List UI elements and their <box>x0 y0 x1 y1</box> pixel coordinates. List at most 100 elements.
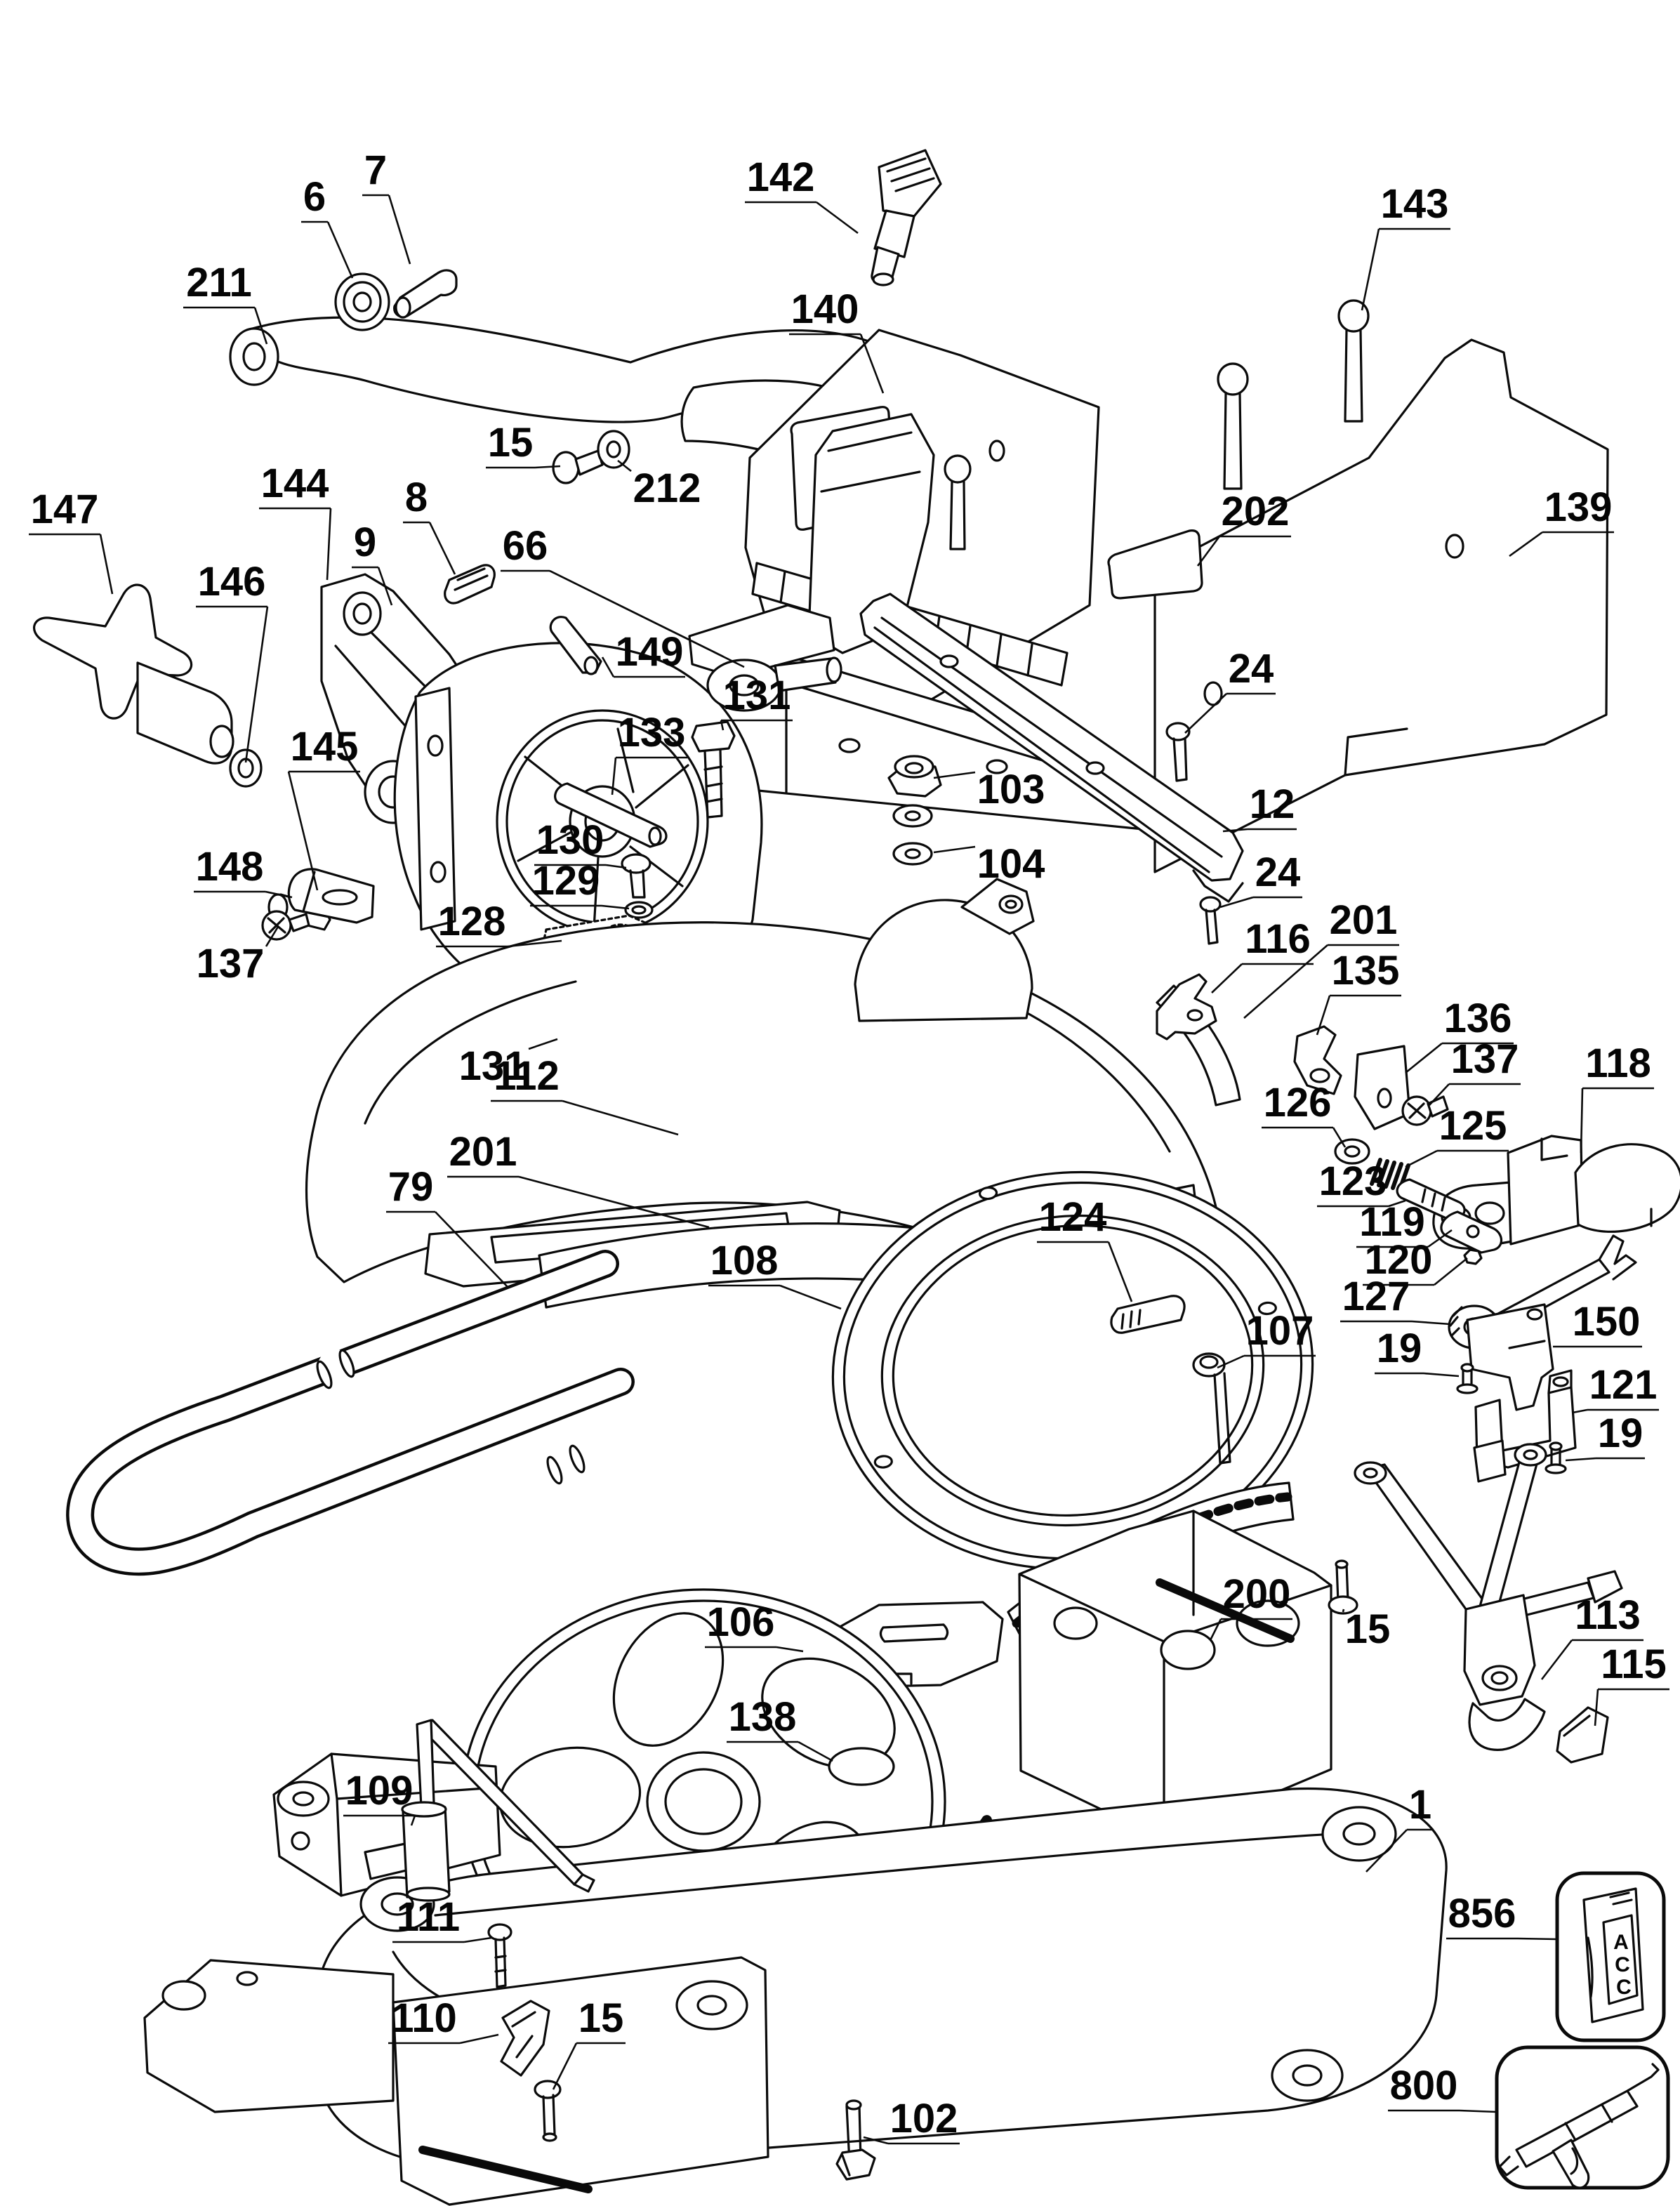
part-number-text: 137 <box>1451 1036 1519 1082</box>
part-label-116: 116 <box>1211 916 1314 993</box>
part-ball-pins <box>944 299 1370 550</box>
part-label-19: 19 <box>1565 1411 1645 1462</box>
part-number-text: 125 <box>1439 1103 1507 1149</box>
part-number-text: 212 <box>633 465 701 511</box>
part-number-text: 127 <box>1342 1274 1410 1319</box>
part-label-126: 126 <box>1262 1080 1347 1148</box>
part-label-7: 7 <box>362 147 411 265</box>
part-label-15: 15 <box>486 420 561 469</box>
part-label-131: 131 <box>720 673 793 731</box>
part-label-138: 138 <box>727 1694 833 1762</box>
part-label-115: 115 <box>1594 1642 1669 1726</box>
part-label-15: 15 <box>1342 1606 1391 1652</box>
part-label-12: 12 <box>1222 781 1297 833</box>
part-hand-knob <box>33 583 263 788</box>
part-label-125: 125 <box>1405 1103 1509 1168</box>
part-label-201: 201 <box>1243 897 1399 1019</box>
part-number-text: 139 <box>1545 484 1613 530</box>
part-number-text: 136 <box>1444 996 1512 1041</box>
part-rail-hardware <box>859 593 1244 1041</box>
part-label-130: 130 <box>534 817 627 869</box>
part-label-19: 19 <box>1375 1326 1460 1378</box>
part-label-202: 202 <box>1196 489 1291 567</box>
part-label-148: 148 <box>194 844 293 899</box>
part-label-15: 15 <box>552 1995 626 2090</box>
part-number-text: 137 <box>197 941 265 986</box>
part-label-856: 856 <box>1446 1891 1558 1941</box>
part-label-200: 200 <box>1209 1571 1292 1641</box>
part-number-text: 103 <box>977 767 1045 812</box>
part-number-text: 19 <box>1377 1326 1422 1371</box>
part-label-107: 107 <box>1217 1308 1316 1369</box>
part-number-text: 201 <box>449 1129 517 1175</box>
part-label-66: 66 <box>501 523 745 668</box>
part-base <box>143 1787 1448 2206</box>
part-label-121: 121 <box>1572 1362 1659 1414</box>
part-label-113: 113 <box>1540 1592 1643 1680</box>
part-label-128: 128 <box>436 899 562 948</box>
part-label-120: 120 <box>1363 1237 1468 1286</box>
part-label-143: 143 <box>1361 181 1450 311</box>
part-number-text: 15 <box>488 420 534 465</box>
part-number-text: 1 <box>1409 1782 1431 1828</box>
part-number-text: 15 <box>578 1995 624 2041</box>
part-plug-138 <box>828 1747 895 1786</box>
part-number-text: 7 <box>364 147 387 193</box>
part-number-text: 142 <box>747 154 815 200</box>
part-label-800: 800 <box>1388 2063 1497 2113</box>
part-number-text: 66 <box>503 523 548 569</box>
part-label-140: 140 <box>789 286 885 394</box>
part-number-text: 12 <box>1250 781 1295 827</box>
part-label-145: 145 <box>287 724 360 891</box>
part-number-text: 146 <box>198 559 266 605</box>
part-label-8: 8 <box>403 475 456 575</box>
part-wrench-hardware <box>401 1559 1358 2181</box>
part-label-131: 131 <box>459 1038 558 1089</box>
part-number-text: 118 <box>1585 1041 1651 1086</box>
part-number-text: 800 <box>1390 2063 1458 2108</box>
part-number-text: 126 <box>1264 1080 1332 1125</box>
part-number-text: 19 <box>1598 1411 1643 1456</box>
part-number-text: 147 <box>31 487 99 532</box>
part-number-text: 6 <box>303 174 326 220</box>
parts-artwork: ACC <box>33 149 1680 2206</box>
part-label-123: 123 <box>1317 1158 1406 1208</box>
part-number-text: 113 <box>1575 1592 1641 1638</box>
part-number-text: 121 <box>1589 1362 1658 1408</box>
part-label-plate <box>1107 529 1203 600</box>
part-number-text: 123 <box>1319 1158 1387 1204</box>
part-number-text: 149 <box>616 629 684 675</box>
part-number-text: 138 <box>729 1694 797 1740</box>
part-number-text: 148 <box>196 844 264 890</box>
part-number-text: 108 <box>710 1238 779 1283</box>
part-label-149: 149 <box>601 629 685 678</box>
part-roller-and-pin <box>334 269 458 331</box>
part-number-text: 110 <box>391 1995 457 2041</box>
part-label-109: 109 <box>343 1768 416 1826</box>
part-label-103: 103 <box>933 767 1045 812</box>
part-number-text: 200 <box>1223 1571 1291 1617</box>
part-number-text: 24 <box>1229 646 1274 692</box>
part-plug-200 <box>1160 1630 1216 1670</box>
part-number-text: 120 <box>1365 1237 1433 1283</box>
part-label-124: 124 <box>1037 1194 1133 1302</box>
part-number-text: 8 <box>405 475 428 520</box>
part-number-text: 104 <box>977 841 1045 887</box>
part-carry-handle <box>66 1250 635 1576</box>
part-number-text: 129 <box>532 858 600 904</box>
part-number-text: 131 <box>459 1043 527 1089</box>
part-number-text: 15 <box>1345 1606 1391 1652</box>
part-number-text: 202 <box>1222 489 1290 534</box>
part-number-text: 150 <box>1573 1299 1641 1345</box>
part-number-text: 128 <box>438 899 506 944</box>
part-number-text: 116 <box>1245 916 1311 962</box>
part-label-79: 79 <box>386 1164 509 1288</box>
part-number-text: 102 <box>890 2096 958 2141</box>
part-number-text: 856 <box>1448 1891 1516 1936</box>
part-label-144: 144 <box>259 461 332 581</box>
part-number-text: 107 <box>1246 1308 1314 1354</box>
